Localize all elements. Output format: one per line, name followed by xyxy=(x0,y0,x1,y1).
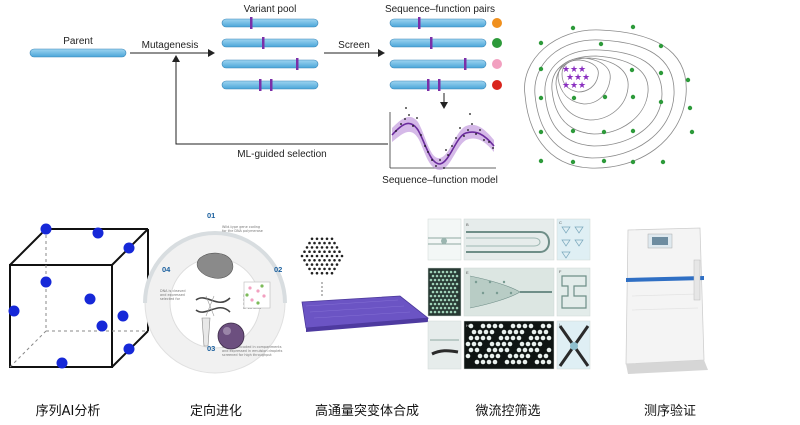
svg-text:★: ★ xyxy=(562,65,570,75)
oligo-array-dots xyxy=(300,237,344,275)
variant-pool xyxy=(221,17,319,91)
caption-sequence-ai-analysis: 序列AI分析 xyxy=(35,404,101,419)
lattice-atoms xyxy=(8,223,135,369)
svg-text:★: ★ xyxy=(570,81,578,91)
function-dot-pink xyxy=(492,59,502,69)
svg-text:for the DNA polymerase: for the DNA polymerase xyxy=(222,229,263,233)
svg-text:E: E xyxy=(466,270,469,275)
parent-sequence xyxy=(29,48,127,58)
pairs-label: Sequence–function pairs xyxy=(385,4,495,15)
caption-sequencing-validation: 测序验证 xyxy=(643,404,697,419)
parent-label: Parent xyxy=(63,36,93,47)
droplet-array xyxy=(429,270,459,314)
emulsion-droplets xyxy=(465,323,552,365)
svg-text:★: ★ xyxy=(578,81,586,91)
svg-text:screened for high throughput: screened for high throughput xyxy=(222,353,272,357)
sequence-function-pairs xyxy=(389,17,502,91)
caption-directed-evolution: 定向进化 xyxy=(189,404,243,419)
svg-text:★: ★ xyxy=(562,81,570,91)
svg-text:★: ★ xyxy=(582,73,590,83)
svg-text:Wild-type gene coding: Wild-type gene coding xyxy=(222,225,260,229)
model-label: Sequence–function model xyxy=(382,175,498,186)
svg-text:B: B xyxy=(466,222,469,227)
function-dot-red xyxy=(492,80,502,90)
wheel-step-03: 03 xyxy=(207,344,215,353)
sequencer-instrument xyxy=(625,227,708,374)
ml-feedback-arrow xyxy=(172,55,388,145)
screen-label: Screen xyxy=(338,40,370,51)
landscape-points xyxy=(538,24,695,165)
caption-microfluidic-screening: 微流控筛选 xyxy=(475,404,541,419)
svg-text:★: ★ xyxy=(578,65,586,75)
svg-text:C: C xyxy=(559,220,562,225)
svg-text:DNA is cleaved: DNA is cleaved xyxy=(160,289,186,293)
optimal-variants-stars: ★★★ ★★★ ★★★ xyxy=(562,65,590,91)
svg-text:selected for: selected for xyxy=(160,297,181,301)
workflow-diagram: Parent Mutagenesis Variant pool Screen S… xyxy=(29,4,695,186)
svg-text:and expressed in emulsion drop: and expressed in emulsion droplets xyxy=(222,349,283,353)
svg-text:and expressed: and expressed xyxy=(160,293,185,297)
svg-text:★: ★ xyxy=(574,73,582,83)
svg-text:H: H xyxy=(466,323,469,328)
synthesis-chip-illustration xyxy=(300,237,430,332)
sequence-function-model-plot xyxy=(389,107,496,170)
microfluidic-panels: B C E F H I xyxy=(427,218,591,370)
chamber-droplets xyxy=(474,280,513,295)
wheel-step-04: 04 xyxy=(162,265,171,274)
svg-text:Variants encoded in compartmen: Variants encoded in compartments xyxy=(222,345,282,349)
ml-guided-label: ML-guided selection xyxy=(237,149,327,160)
fitness-landscape xyxy=(524,29,687,169)
caption-high-throughput-synthesis: 高通量突变体合成 xyxy=(314,404,420,419)
function-dot-green xyxy=(492,38,502,48)
wheel-step-01: 01 xyxy=(207,211,215,220)
svg-text:F: F xyxy=(559,269,562,274)
svg-text:★: ★ xyxy=(566,73,574,83)
svg-text:I: I xyxy=(559,322,560,327)
illustration-row: Wild-type gene coding for the DNA polyme… xyxy=(8,211,708,374)
crystal-lattice-illustration xyxy=(8,223,149,369)
variant-pool-label: Variant pool xyxy=(244,4,297,15)
mutagenesis-label: Mutagenesis xyxy=(142,40,199,51)
directed-evolution-wheel: Wild-type gene coding for the DNA polyme… xyxy=(143,211,287,374)
function-dot-orange xyxy=(492,18,502,28)
wheel-step-02: 02 xyxy=(274,265,282,274)
svg-text:★: ★ xyxy=(570,65,578,75)
